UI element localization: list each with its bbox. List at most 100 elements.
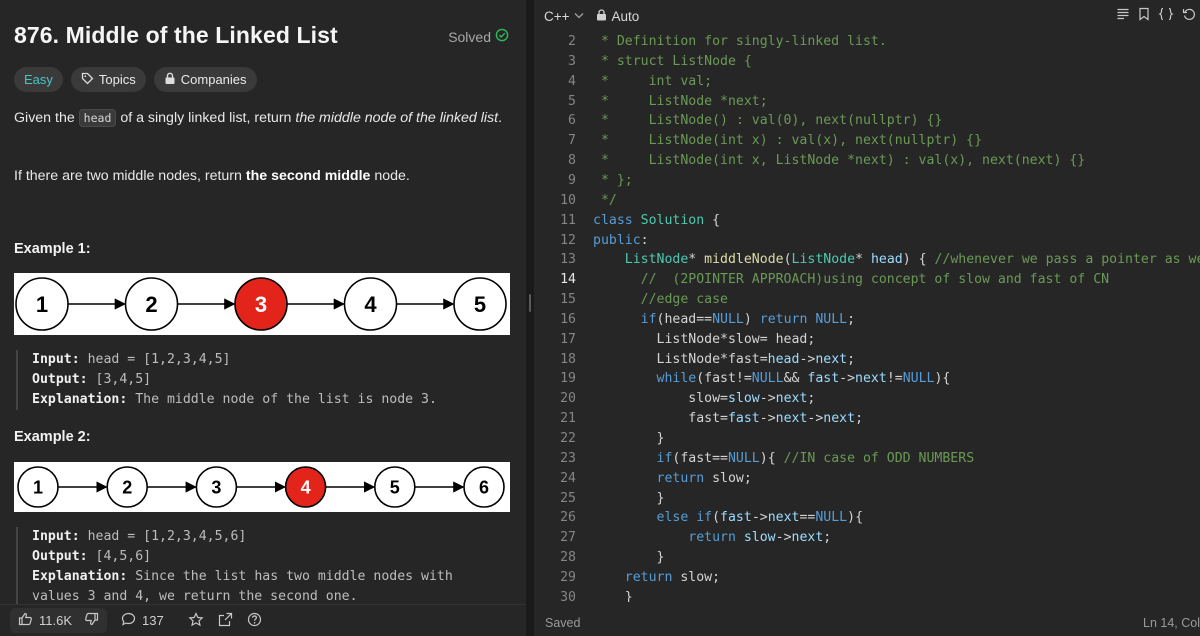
code-line[interactable]: 6 * ListNode() : val(0), next(nullptr) {… xyxy=(534,111,1200,131)
line-number: 24 xyxy=(560,470,576,486)
language-select[interactable]: C++ xyxy=(544,9,584,24)
code-token: -> xyxy=(759,391,776,407)
code-token: ; xyxy=(855,411,864,427)
code-line[interactable]: 18 ListNode*fast=head->next; xyxy=(534,350,1200,370)
code-line[interactable]: 17 ListNode*slow= head; xyxy=(534,330,1200,350)
code-line[interactable]: 2 * Definition for singly-linked list. xyxy=(534,32,1200,52)
splitter-grip[interactable] xyxy=(529,294,531,312)
description-paragraph-2: If there are two middle nodes, return th… xyxy=(14,165,504,187)
code-line[interactable]: 5 * ListNode *next; xyxy=(534,92,1200,112)
line-number: 7 xyxy=(568,133,576,149)
code-token: } xyxy=(593,589,633,602)
reset-icon[interactable] xyxy=(1182,7,1196,24)
code-token: -> xyxy=(799,351,816,367)
list-node xyxy=(106,466,148,508)
code-line[interactable]: 8 * ListNode(int x, ListNode *next) : va… xyxy=(534,151,1200,171)
code-text: * Definition for singly-linked list. xyxy=(593,32,887,52)
code-line[interactable]: 13 ListNode* middleNode(ListNode* head) … xyxy=(534,250,1200,270)
example-1-title: Example 1: xyxy=(14,241,91,257)
code-line[interactable]: 19 while(fast!=NULL&& fast->next!=NULL){ xyxy=(534,369,1200,389)
code-line[interactable]: 20 slow=slow->next; xyxy=(534,389,1200,409)
auto-mode-label: Auto xyxy=(611,8,640,24)
companies-tag[interactable]: Companies xyxy=(153,67,257,92)
code-token: head xyxy=(767,351,800,367)
code-line[interactable]: 21 fast=fast->next->next; xyxy=(534,409,1200,429)
code-token: slow= xyxy=(593,391,728,407)
code-text: * int val; xyxy=(593,72,712,92)
code-editor-panel: C++ Auto 2 * Definition f xyxy=(534,0,1200,636)
star-icon[interactable] xyxy=(188,611,204,630)
code-line[interactable]: 9 * }; xyxy=(534,171,1200,191)
code-line[interactable]: 10 */ xyxy=(534,191,1200,211)
code-token: middleNode xyxy=(704,252,784,268)
code-area[interactable]: 2 * Definition for singly-linked list.3 … xyxy=(534,32,1200,602)
format-icon[interactable] xyxy=(1116,7,1130,24)
code-line[interactable]: 3 * struct ListNode { xyxy=(534,52,1200,72)
code-token: * Definition for singly-linked list. xyxy=(593,34,887,49)
line-number: 19 xyxy=(560,371,576,387)
code-line[interactable]: 7 * ListNode(int x) : val(x), next(nullp… xyxy=(534,131,1200,151)
code-line[interactable]: 25 } xyxy=(534,489,1200,509)
share-icon[interactable] xyxy=(218,612,233,630)
explanation-label: Explanation: xyxy=(32,569,128,584)
code-text: public: xyxy=(593,231,649,251)
problem-panel: 876. Middle of the Linked List Solved Ea… xyxy=(0,0,526,636)
list-node-label: 3 xyxy=(211,477,221,497)
chevron-down-icon xyxy=(574,11,584,22)
list-node xyxy=(124,277,179,331)
code-line[interactable]: 28 } xyxy=(534,548,1200,568)
code-line[interactable]: 30 } xyxy=(534,588,1200,602)
help-icon[interactable] xyxy=(247,612,262,630)
code-token: next xyxy=(775,411,808,427)
list-node xyxy=(463,466,505,508)
comments-button[interactable]: 137 xyxy=(121,612,164,629)
code-text: while(fast!=NULL&& fast->next!=NULL){ xyxy=(593,369,951,389)
list-node-label: 3 xyxy=(255,292,267,317)
explanation-text: values 3 and 4, we return the second one… xyxy=(32,589,358,604)
code-line[interactable]: 4 * int val; xyxy=(534,72,1200,92)
code-line[interactable]: 22 } xyxy=(534,429,1200,449)
bookmark-icon[interactable] xyxy=(1138,7,1150,24)
code-token: * struct ListNode { xyxy=(593,53,752,69)
code-token: * xyxy=(688,252,705,268)
thumbs-down-icon[interactable] xyxy=(84,612,99,629)
braces-icon[interactable] xyxy=(1158,7,1174,24)
code-text: * ListNode(int x, ListNode *next) : val(… xyxy=(593,151,1085,171)
list-node-label: 6 xyxy=(479,477,489,497)
code-line[interactable]: 23 if(fast==NULL){ //IN case of ODD NUMB… xyxy=(534,449,1200,469)
topics-tag[interactable]: Topics xyxy=(70,67,146,92)
code-token: * ListNode(int x, ListNode *next) : val(… xyxy=(593,153,1086,169)
code-text: } xyxy=(593,548,665,568)
output-label: Output: xyxy=(32,372,88,387)
companies-label: Companies xyxy=(180,72,247,87)
thumbs-up-icon[interactable] xyxy=(18,612,33,629)
code-line[interactable]: 26 else if(fast->next==NULL){ xyxy=(534,508,1200,528)
language-label: C++ xyxy=(544,8,570,24)
code-line[interactable]: 29 return slow; xyxy=(534,568,1200,588)
code-token: next xyxy=(823,411,856,427)
code-text: * ListNode(int x) : val(x), next(nullptr… xyxy=(593,131,982,151)
code-line[interactable]: 15 //edge case xyxy=(534,290,1200,310)
code-line[interactable]: 14 // (2POINTER APPROACH)using concept o… xyxy=(534,270,1200,290)
list-node xyxy=(343,277,398,331)
code-line[interactable]: 16 if(head==NULL) return NULL; xyxy=(534,310,1200,330)
line-number: 17 xyxy=(560,331,576,347)
auto-mode-toggle[interactable]: Auto xyxy=(596,8,640,24)
lock-icon xyxy=(596,8,607,24)
explanation-text: Since the list has two middle nodes with xyxy=(127,569,453,584)
difficulty-badge[interactable]: Easy xyxy=(14,67,63,92)
code-line[interactable]: 27 return slow->next; xyxy=(534,528,1200,548)
code-token: next xyxy=(815,351,848,367)
code-line[interactable]: 24 return slow; xyxy=(534,469,1200,489)
list-node-label: 5 xyxy=(390,477,400,497)
topics-label: Topics xyxy=(98,72,136,87)
code-text: class Solution { xyxy=(593,211,720,231)
example-2-block: Input: head = [1,2,3,4,5,6] Output: [4,5… xyxy=(16,527,510,607)
code-token: ( xyxy=(783,252,792,268)
panel-splitter[interactable] xyxy=(526,0,534,636)
code-token: return xyxy=(593,530,744,546)
